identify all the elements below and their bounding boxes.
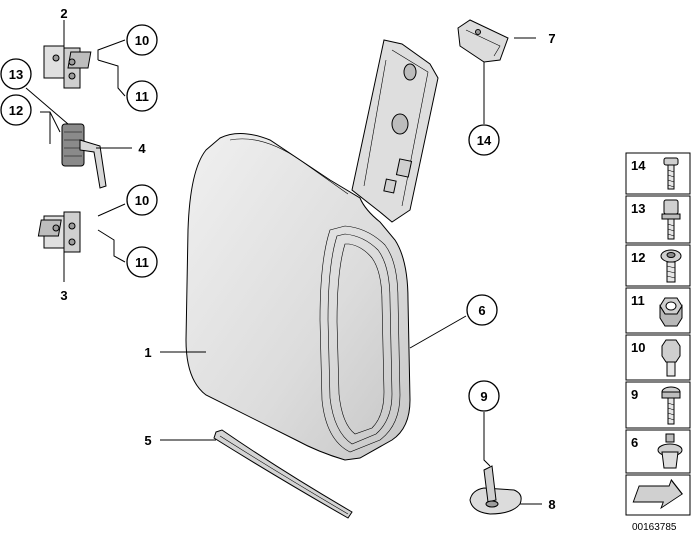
fastener-item-13: 13: [625, 195, 691, 244]
fastener-item-12: 12: [625, 244, 691, 287]
fastener-number: 14: [631, 158, 646, 173]
fastener-number: 9: [631, 387, 638, 402]
fastener-item-10: 10: [625, 334, 691, 381]
hex-head-bolt-icon: [661, 339, 681, 377]
callout-5-label: 5: [144, 433, 151, 448]
hex-nut-icon: [659, 297, 683, 327]
callout-7-label: 7: [548, 31, 555, 46]
callout-14-label: 14: [477, 133, 492, 148]
pan-head-screw-icon: [661, 386, 681, 425]
callout-3-label: 3: [60, 288, 67, 303]
expanding-rivet-icon: [657, 433, 683, 469]
fastener-number: 6: [631, 435, 638, 450]
callout-14: 14: [468, 124, 500, 156]
callout-12-label: 12: [9, 103, 23, 118]
fastener-number: 10: [631, 340, 645, 355]
callout-1-label: 1: [144, 345, 151, 360]
callout-13: 13: [0, 58, 32, 90]
fastener-number: 11: [631, 293, 645, 308]
door-window-frame-part: [351, 39, 439, 223]
hinge-bracket-part: [457, 19, 509, 63]
callout-6: 6: [466, 294, 498, 326]
callout-4-label: 4: [138, 141, 146, 156]
door-bottom-seal-part: [213, 429, 353, 519]
callout-6-label: 6: [478, 303, 485, 318]
fastener-number: 13: [631, 201, 645, 216]
callout-11-top-label: 11: [135, 89, 149, 104]
callout-10-mid-label: 10: [135, 193, 149, 208]
fastener-number: 12: [631, 250, 645, 265]
callout-10-mid: 10: [126, 184, 158, 216]
callout-9: 9: [468, 380, 500, 412]
callout-8-label: 8: [548, 497, 555, 512]
striker-catch-part: [469, 465, 522, 515]
callout-11-top: 11: [126, 80, 158, 112]
drawing-code: 00163785: [632, 522, 677, 533]
fastener-item-6: 6: [625, 429, 691, 474]
callout-11-mid: 11: [126, 246, 158, 278]
fastener-item-9: 9: [625, 381, 691, 429]
callout-12: 12: [0, 94, 32, 126]
callout-13-label: 13: [9, 67, 23, 82]
fastener-panel: 14 13 12: [625, 152, 691, 516]
callout-2-label: 2: [60, 6, 67, 21]
direction-arrow-icon: [632, 478, 683, 510]
torx-bolt-icon: [663, 157, 679, 190]
callout-9-label: 9: [480, 389, 487, 404]
callout-11-mid-label: 11: [135, 255, 149, 270]
torx-stud-bolt-icon: [661, 199, 681, 240]
callout-10-top-label: 10: [135, 33, 149, 48]
fastener-item-11: 11: [625, 287, 691, 334]
door-check-strap-part: [61, 123, 107, 189]
upper-door-hinge-part: [43, 45, 92, 89]
leader-lines: [25, 20, 542, 505]
fastener-item-14: 14: [625, 152, 691, 195]
lower-door-hinge-part: [37, 211, 81, 253]
fastener-panel-arrow-box: [625, 474, 691, 516]
door-shell-part: [185, 133, 411, 461]
callout-10-top: 10: [126, 24, 158, 56]
hex-socket-bolt-icon: [660, 249, 682, 283]
